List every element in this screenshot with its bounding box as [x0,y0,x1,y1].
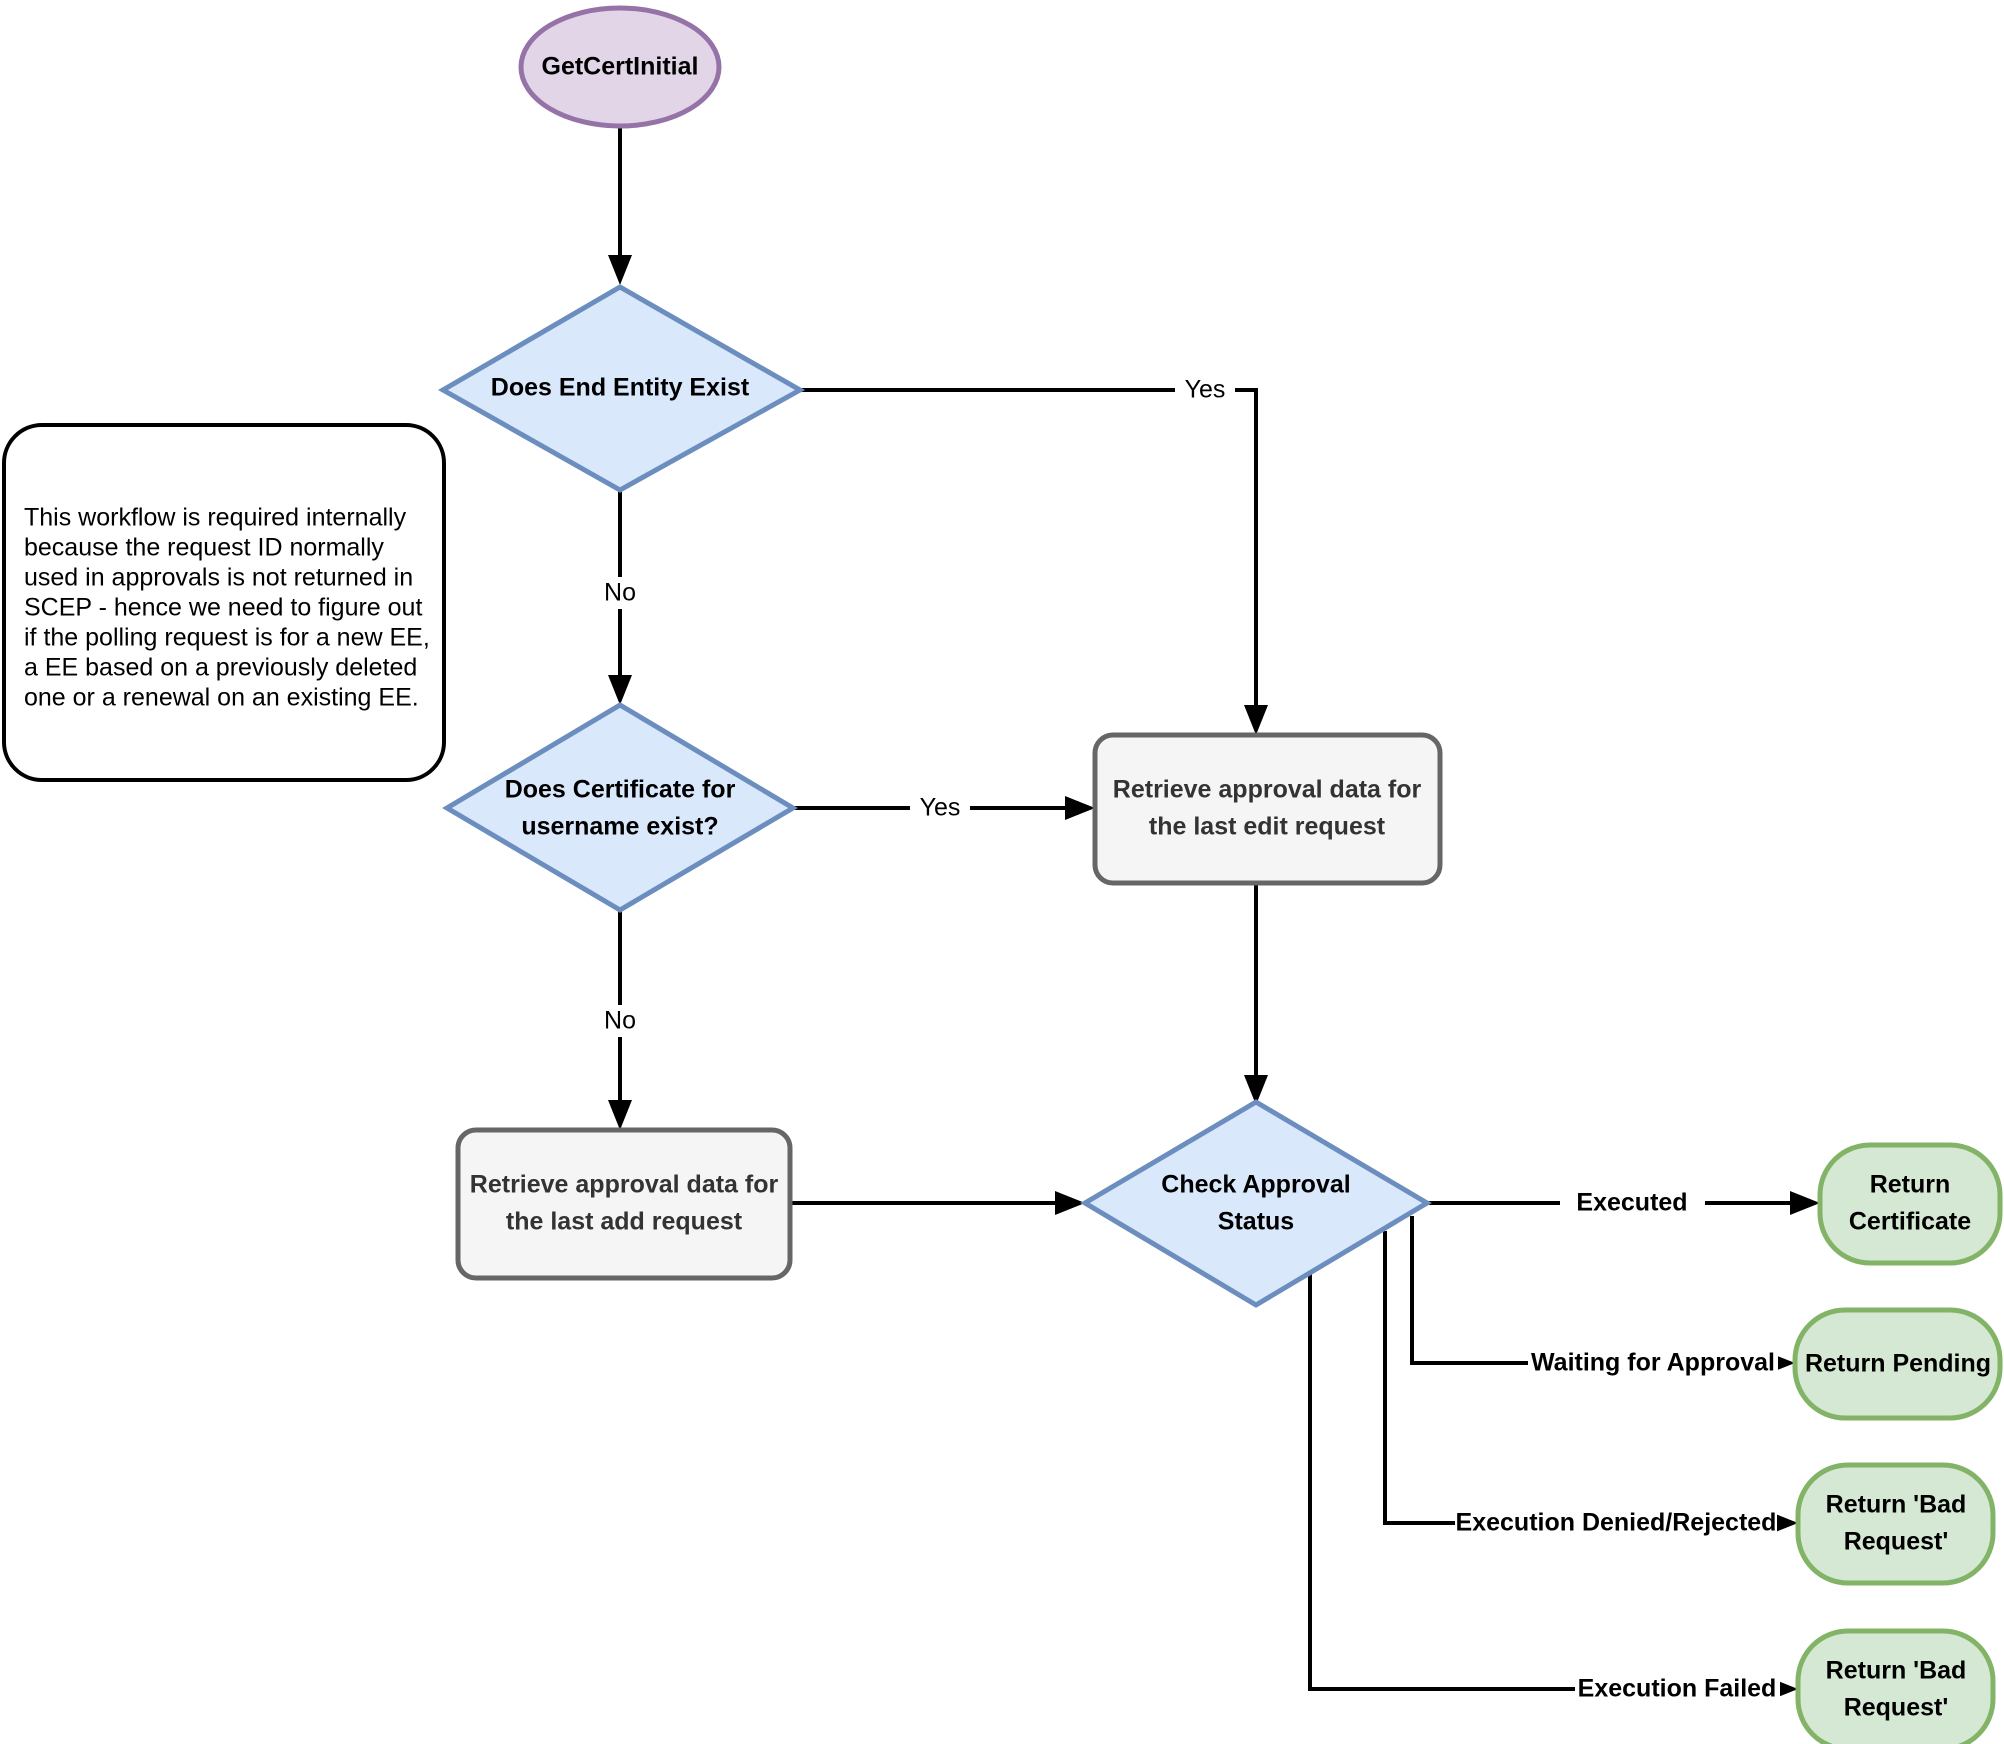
edge-label-backdrop [1175,374,1235,406]
arrow-head-icon [608,255,632,285]
terminator-shape [518,5,722,129]
node-end-pending-label-line1: Return Pending [1805,1350,1991,1378]
edge-label-backdrop [1528,1347,1778,1379]
note-line-7: one or a renewal on an existing EE. [24,684,419,712]
edge-certificate-no: No [594,908,646,1130]
node-end-certificate-label-line1: Return [1870,1171,1951,1199]
arrow-head-icon [1055,1191,1085,1215]
node-decision-approval-label-line1: Check Approval [1161,1171,1350,1199]
node-end-bad-request-failed[interactable]: Return 'Bad Request' [1795,1628,1996,1744]
node-decision-end-entity-label: Does End Entity Exist [491,374,750,402]
edge-approval-waiting: Waiting for Approval [1410,1216,1795,1379]
arrow-head-icon [608,675,632,705]
note-line-3: used in approvals is not returned in [24,564,413,592]
node-decision-approval-label-line2: Status [1218,1208,1294,1236]
node-decision-certificate-label-line2: username exist? [521,813,718,841]
end-shape [1817,1142,2003,1266]
edge-edit-to-approval [1244,885,1268,1105]
decision-shape [437,284,806,493]
end-shape [1792,1307,2003,1421]
edge-label-approval-waiting: Waiting for Approval [1531,1349,1775,1377]
edge-line [800,388,1258,715]
decision-shape [442,702,798,913]
node-process-add-label-line1: Retrieve approval data for [470,1171,779,1199]
note-shape [2,423,446,782]
edge-label-end-entity-yes: Yes [1185,376,1226,404]
edge-label-backdrop [594,577,646,609]
note-line-5: if the polling request is for a new EE, [24,624,430,652]
edge-end-entity-no: No [594,487,646,705]
node-decision-certificate[interactable]: Does Certificate for username exist? [442,702,798,913]
edge-label-backdrop [910,792,970,824]
arrow-head-icon [1790,1191,1820,1215]
edge-label-end-entity-no: No [604,579,636,607]
end-shape [1795,1462,1996,1586]
edge-add-to-approval [790,1191,1085,1215]
arrow-head-icon [1244,705,1268,735]
edge-label-backdrop [1560,1187,1705,1219]
edge-start-to-end-entity [608,128,632,285]
edge-label-certificate-no: No [604,1007,636,1035]
edge-approval-denied: Execution Denied/Rejected [1383,1231,1798,1539]
arrow-head-icon [1065,796,1095,820]
node-decision-approval[interactable]: Check Approval Status [1080,1099,1432,1308]
node-process-add-label-line2: the last add request [506,1208,743,1236]
node-start[interactable]: GetCertInitial [518,5,722,129]
edge-label-approval-executed: Executed [1576,1189,1687,1217]
edge-certificate-yes: Yes [793,792,1095,824]
node-end-pending[interactable]: Return Pending [1792,1307,2003,1421]
edge-line [1410,1216,1775,1365]
decision-shape [1080,1099,1432,1308]
node-note: This workflow is required internally bec… [2,423,446,782]
node-decision-certificate-label-line1: Does Certificate for [505,776,736,804]
node-process-edit-label-line2: the last edit request [1149,813,1386,841]
node-process-add[interactable]: Retrieve approval data for the last add … [455,1127,793,1281]
edge-approval-failed: Execution Failed [1308,1272,1798,1705]
end-shape [1795,1628,1996,1744]
node-end-bad-request-failed-label-line1: Return 'Bad [1826,1657,1967,1685]
node-process-edit[interactable]: Retrieve approval data for the last edit… [1092,732,1443,886]
node-start-label: GetCertInitial [542,53,699,81]
edge-approval-executed: Executed [1427,1187,1820,1219]
note-line-2: because the request ID normally [24,534,384,562]
edge-label-certificate-yes: Yes [920,794,961,822]
arrow-head-icon [608,1100,632,1130]
note-line-6: a EE based on a previously deleted [24,654,417,682]
edge-label-approval-failed: Execution Failed [1578,1675,1777,1703]
edge-label-approval-denied: Execution Denied/Rejected [1456,1509,1777,1537]
node-end-certificate-label-line2: Certificate [1849,1208,1971,1236]
edge-label-backdrop [594,1005,646,1037]
node-end-bad-request-denied-label-line2: Request' [1844,1528,1949,1556]
edge-label-backdrop [1575,1673,1780,1705]
edge-end-entity-yes: Yes [800,374,1268,735]
node-end-bad-request-failed-label-line2: Request' [1844,1694,1949,1722]
node-end-certificate[interactable]: Return Certificate [1817,1142,2003,1266]
node-process-edit-label-line1: Retrieve approval data for [1113,776,1422,804]
node-decision-end-entity[interactable]: Does End Entity Exist [437,284,806,493]
edge-line [1308,1272,1778,1691]
process-shape [455,1127,793,1281]
node-end-bad-request-denied-label-line1: Return 'Bad [1826,1491,1967,1519]
process-shape [1092,732,1443,886]
node-end-bad-request-denied[interactable]: Return 'Bad Request' [1795,1462,1996,1586]
note-line-4: SCEP - hence we need to figure out [24,594,422,622]
note-line-1: This workflow is required internally [24,504,407,532]
edge-label-backdrop [1455,1507,1777,1539]
arrow-head-icon [1244,1075,1268,1105]
